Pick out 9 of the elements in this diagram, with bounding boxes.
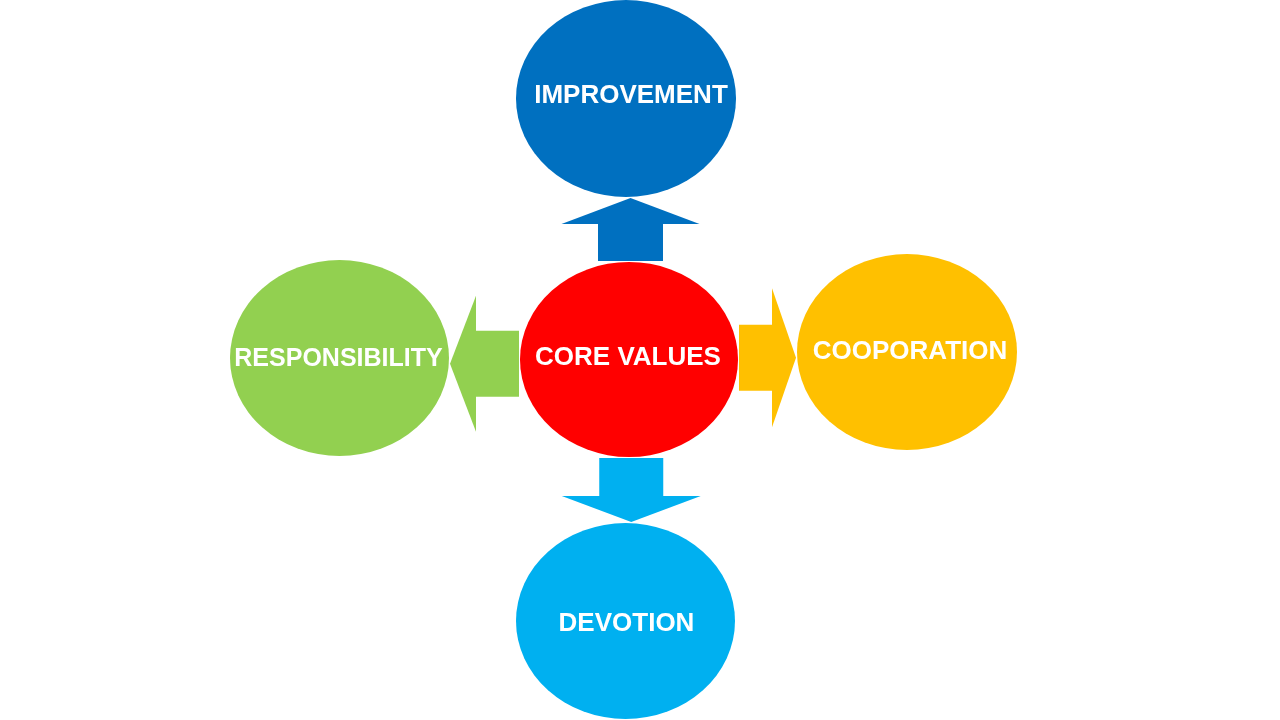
block-arrow — [561, 458, 701, 522]
block-arrow — [561, 198, 700, 261]
block-arrow — [450, 295, 519, 432]
node-label: RESPONSIBILITY — [234, 344, 443, 372]
node-label: IMPROVEMENT — [534, 80, 728, 109]
node-label: DEVOTION — [558, 607, 695, 637]
block-arrow — [739, 288, 796, 428]
node-label: COOPORATION — [812, 335, 1008, 365]
node-label: CORE VALUES — [535, 342, 721, 371]
